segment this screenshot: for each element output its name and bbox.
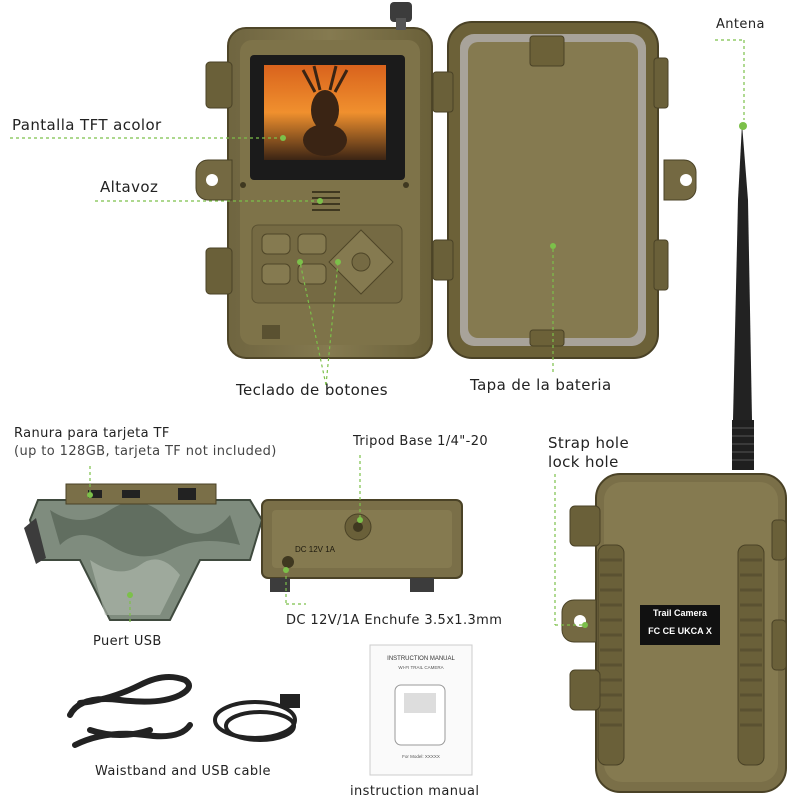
label-tft-screen: Pantalla TFT acolor [12, 116, 162, 134]
label-strap-hole: Strap hole [548, 434, 630, 452]
label-waistband-cable: Waistband and USB cable [95, 764, 271, 779]
leader-dots [87, 135, 588, 628]
label-battery-cover: Tapa de la bateria [470, 376, 612, 394]
speaker-grill [312, 191, 340, 211]
deer-image [301, 65, 349, 156]
label-tf-slot-note: (up to 128GB, tarjeta TF not included) [14, 444, 277, 459]
svg-text:For Model: XXXXX: For Model: XXXXX [402, 754, 440, 759]
label-lock-hole: lock hole [548, 453, 619, 471]
label-antenna: Antena [716, 17, 765, 32]
camera-back [561, 473, 787, 793]
back-label-sticker [640, 605, 720, 645]
label-tf-slot: Ranura para tarjeta TF [14, 426, 170, 441]
camera-bottom-open: DC 12V 1A [24, 483, 463, 621]
dc-port-label: DC 12V 1A [295, 545, 336, 554]
back-label-title: Trail Camera [652, 608, 708, 618]
label-usb-port: Puert USB [93, 634, 162, 649]
label-keypad: Teclado de botones [236, 381, 388, 399]
label-instruction-manual: instruction manual [350, 784, 480, 799]
dc-port [282, 556, 294, 568]
svg-text:INSTRUCTION MANUAL: INSTRUCTION MANUAL [387, 656, 455, 662]
label-dc-jack: DC 12V/1A Enchufe 3.5x1.3mm [286, 613, 503, 628]
leader-lines [10, 39, 745, 626]
antenna [732, 122, 754, 470]
back-label-marks: FC CE UKCA X [648, 626, 712, 636]
label-speaker: Altavoz [100, 178, 159, 196]
waistband-cable [67, 673, 193, 748]
camera-front-open [195, 2, 697, 359]
usb-cable [213, 694, 300, 742]
instruction-manual: INSTRUCTION MANUAL WI-FI TRAIL CAMERA Fo… [369, 644, 473, 776]
svg-text:WI-FI TRAIL CAMERA: WI-FI TRAIL CAMERA [398, 665, 443, 670]
label-tripod-base: Tripod Base 1/4"-20 [353, 434, 489, 449]
